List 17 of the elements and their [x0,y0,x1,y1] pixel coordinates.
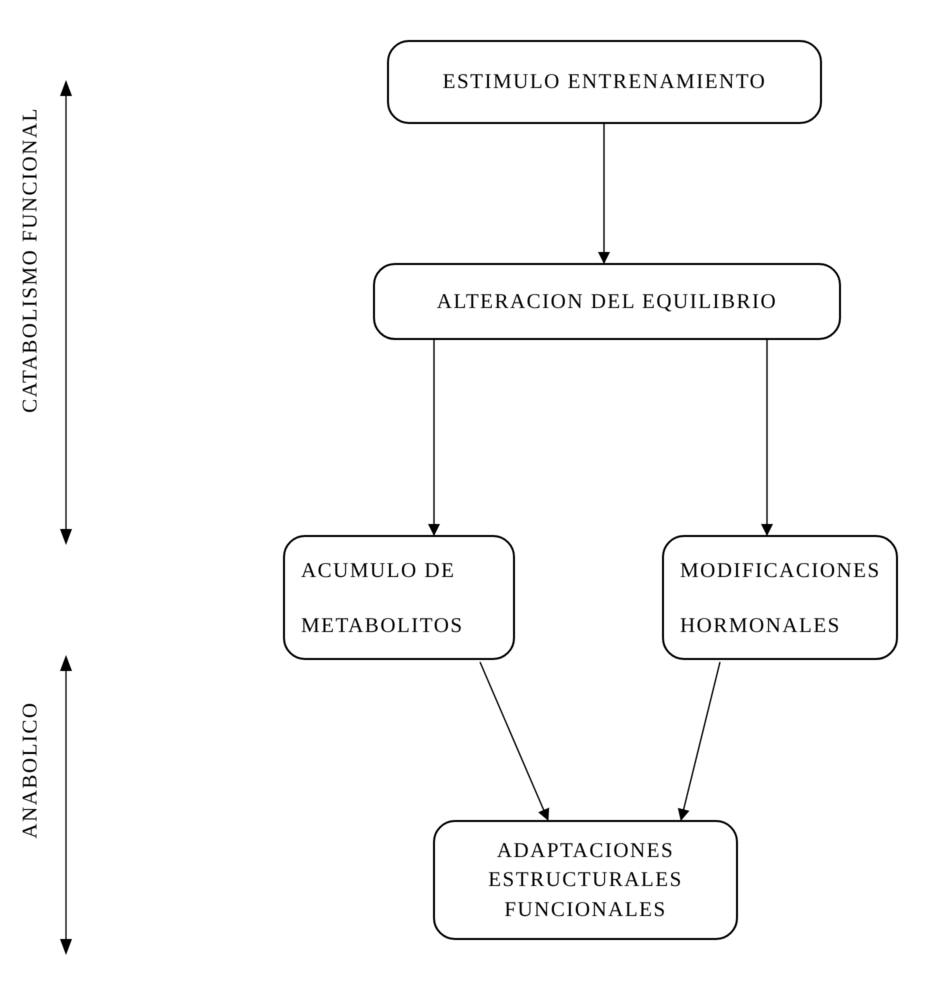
box-text: ESTIMULO ENTRENAMIENTO [442,68,766,96]
arrow [479,662,550,821]
box-text: ADAPTACIONES ESTRUCTURALES FUNCIONALES [487,836,684,923]
box-text: ALTERACION DEL EQUILIBRIO [436,288,778,315]
box-text: MODIFICACIONES HORMONALES [680,556,880,638]
arrow [428,340,440,536]
arrow [598,124,610,264]
process-box [387,40,822,124]
box-text: ACUMULO DE METABOLITOS [301,556,465,638]
phase-label: ANABOLICO [18,701,42,839]
process-box [373,263,841,340]
phase-label: CATABOLISMO FUNCIONAL [18,107,42,413]
process-box [433,820,738,940]
process-box [662,535,898,660]
process-box [283,535,515,660]
arrow [761,340,773,536]
arrow [678,662,721,821]
